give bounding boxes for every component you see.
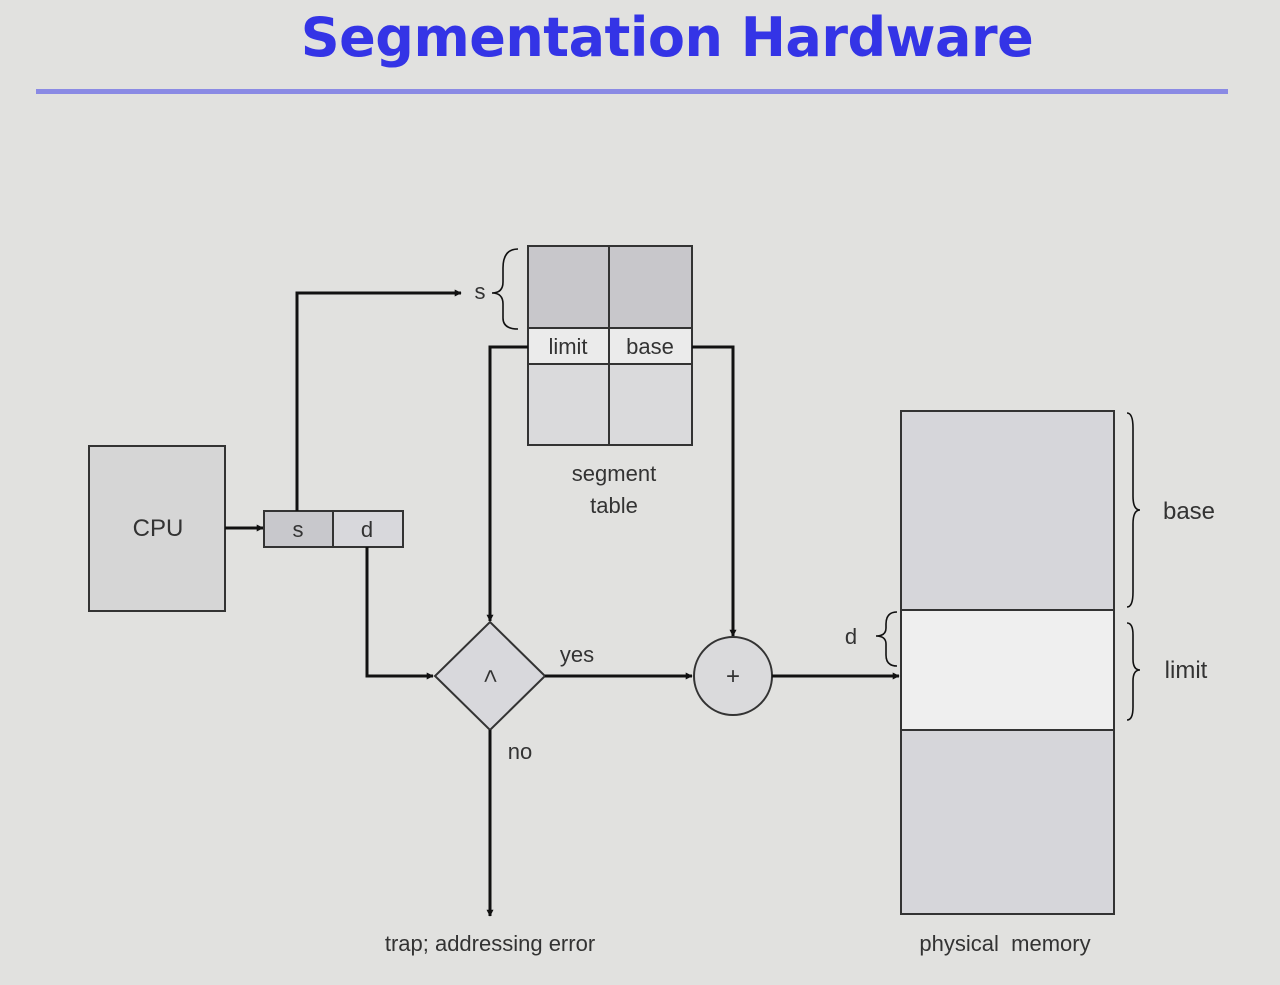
limit-to-comparator-arrow <box>486 345 528 622</box>
physical-memory-caption: physical memory <box>919 931 1090 956</box>
memory-segment-region <box>900 609 1115 731</box>
cpu-box: CPU <box>88 445 226 612</box>
memory-offset-label: d <box>845 624 857 649</box>
segment-number-label: s <box>293 517 304 542</box>
d-to-comparator-arrow <box>365 547 434 680</box>
offset-field <box>332 510 404 548</box>
table-limit-column: limit <box>548 334 587 359</box>
offset-label: d <box>361 517 373 542</box>
limit-brace <box>1126 622 1141 721</box>
segment-table-caption-line2: table <box>590 493 638 518</box>
table-selector-label: s <box>475 279 486 304</box>
table-selector-brace <box>491 248 519 330</box>
title-divider <box>36 89 1228 94</box>
s-to-table-arrow <box>295 289 462 511</box>
memory-base-label: base <box>1163 498 1215 525</box>
offset-brace <box>875 611 898 667</box>
adder-symbol: + <box>726 663 740 690</box>
trap-label: trap; addressing error <box>385 931 595 956</box>
physical-memory <box>900 410 1115 915</box>
adder: + <box>693 636 773 716</box>
segment-table-caption-line1: segment <box>572 461 656 486</box>
segment-table: limit base <box>527 245 693 446</box>
comparator: < <box>433 620 547 732</box>
memory-limit-label: limit <box>1165 657 1208 684</box>
logical-address-register: s d <box>263 510 404 548</box>
comparator-symbol: < <box>477 669 504 683</box>
memory-region-above-segment <box>900 729 1115 915</box>
cpu-label: CPU <box>133 515 184 542</box>
yes-label: yes <box>560 642 594 667</box>
table-base-column: base <box>626 334 674 359</box>
slide-title: Segmentation Hardware <box>300 6 1034 69</box>
no-label: no <box>508 739 532 764</box>
base-to-adder-arrow <box>692 345 737 637</box>
memory-region-below-base <box>900 410 1115 611</box>
base-brace <box>1126 412 1141 608</box>
